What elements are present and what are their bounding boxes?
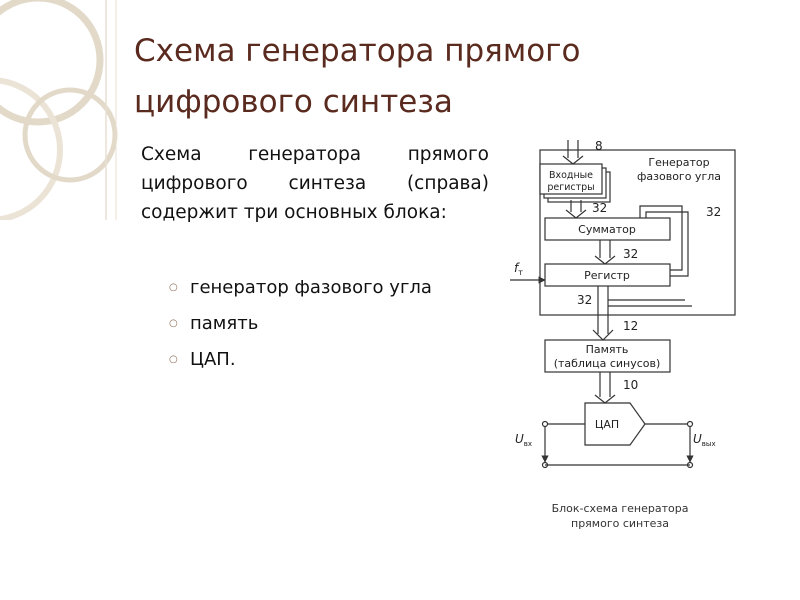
phase-generator-label-1: Генератор [648, 156, 709, 169]
u-in-label: Uвх [515, 432, 532, 448]
bullet-marker-icon: ○ [169, 282, 178, 293]
block-diagram: Входные регистры Генератор фазового угла… [510, 139, 736, 530]
memory-block [544, 339, 671, 373]
input-registers-label-2: регистры [547, 182, 594, 193]
bus-width-to-register: 32 [623, 247, 638, 261]
register-label: Регистр [584, 269, 630, 282]
bus-width-input: 8 [595, 139, 603, 153]
u-out-label: Uвых [693, 432, 716, 448]
slide-title-line-2: цифрового синтеза [134, 84, 453, 120]
memory-label-1: Память [586, 343, 629, 356]
bullet-marker-icon: ○ [169, 318, 178, 329]
bullet-list: ○ генератор фазового угла ○ память ○ ЦАП… [169, 270, 432, 378]
adder-label: Сумматор [578, 223, 636, 236]
slide-title: Схема генератора прямого цифрового синте… [134, 26, 754, 128]
dac-block [584, 402, 646, 446]
dac-label: ЦАП [595, 418, 619, 431]
bullet-text: ЦАП. [190, 349, 236, 370]
decorative-rings [0, 0, 118, 220]
adder-block [544, 217, 671, 241]
slide-title-line-1: Схема генератора прямого [134, 33, 581, 69]
input-registers-block [539, 163, 603, 195]
body-paragraph: Схема генератора прямого цифрового синте… [141, 144, 489, 223]
bullet-item: ○ генератор фазового угла [169, 270, 432, 306]
bullet-text: память [190, 313, 259, 334]
memory-label-2: (таблица синусов) [554, 357, 661, 370]
bus-width-to-dac: 10 [623, 378, 638, 392]
bullet-item: ○ память [169, 306, 432, 342]
bus-width-to-memory: 12 [623, 319, 638, 333]
phase-generator-frame [539, 149, 736, 316]
bus-width-register-out: 32 [577, 293, 592, 307]
bullet-item: ○ ЦАП. [169, 342, 432, 378]
clock-label: fт [514, 261, 523, 277]
diagram-caption-line-2: прямого синтеза [571, 517, 669, 530]
bus-width-to-adder: 32 [592, 201, 607, 215]
bus-width-feedback: 32 [706, 205, 721, 219]
bullet-marker-icon: ○ [169, 354, 178, 365]
input-registers-label-1: Входные [549, 170, 593, 181]
diagram-caption-line-1: Блок-схема генератора [552, 502, 689, 515]
bullet-text: генератор фазового угла [190, 277, 432, 298]
phase-generator-label-2: фазового угла [637, 170, 721, 183]
